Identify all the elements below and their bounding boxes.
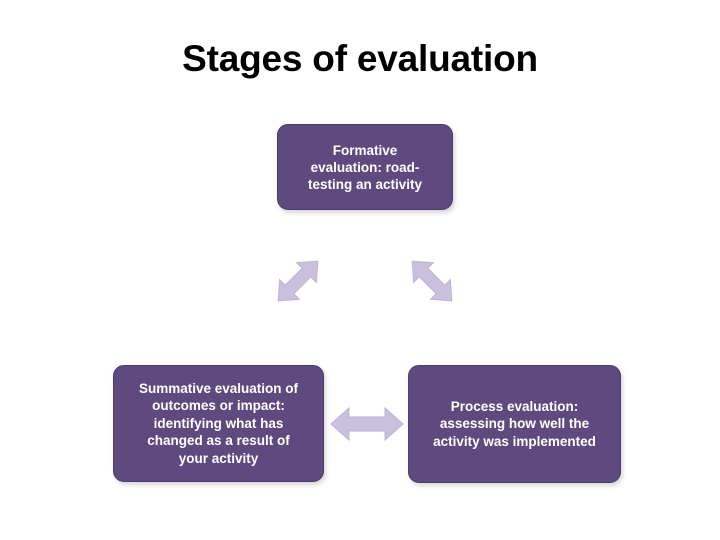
double-arrow-horizontal-icon (327, 400, 407, 448)
page-title: Stages of evaluation (182, 38, 538, 79)
process-evaluation-box: Process evaluation:assessing how well th… (408, 365, 621, 483)
double-arrow-diagonal-down-right-icon (396, 245, 468, 317)
double-arrow-diagonal-up-right-icon (262, 245, 334, 317)
process-evaluation-label: Process evaluation:assessing how well th… (433, 398, 596, 449)
